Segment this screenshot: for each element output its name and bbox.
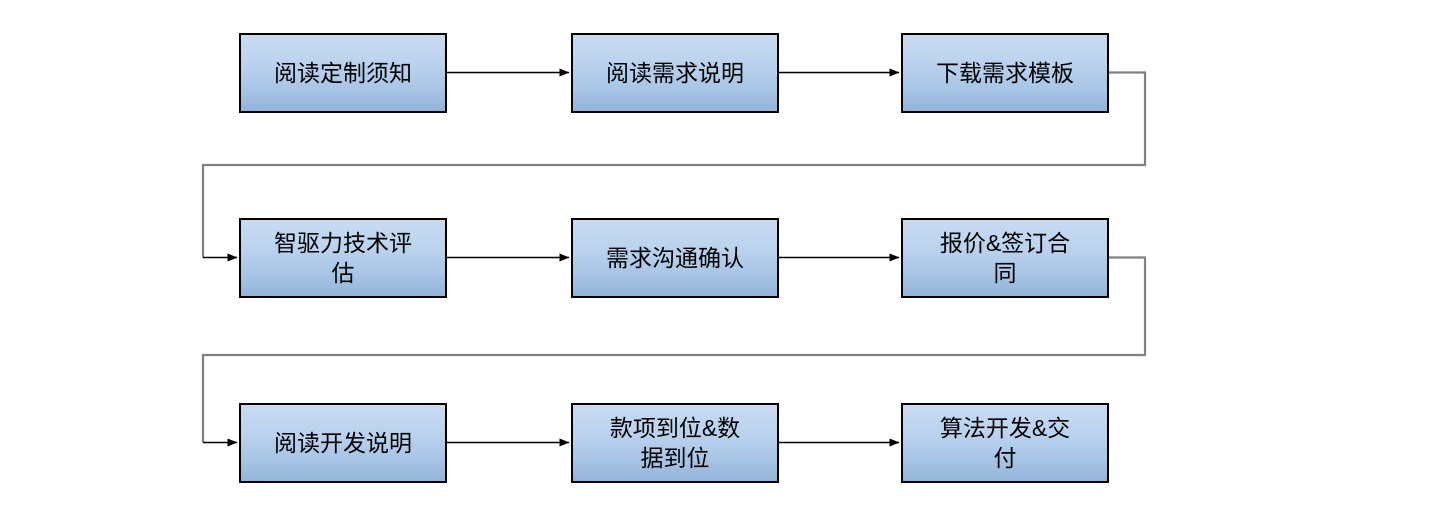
- flowchart-node-payment-and-data-ready[interactable]: 款项到位&数 据到位: [571, 403, 779, 483]
- flowchart-node-technical-evaluation[interactable]: 智驱力技术评 估: [239, 218, 447, 298]
- flowchart-node-read-customization-notice[interactable]: 阅读定制须知: [239, 33, 447, 113]
- flowchart-node-download-requirement-template[interactable]: 下载需求模板: [901, 33, 1109, 113]
- node-label: 阅读需求说明: [606, 60, 744, 86]
- node-label: 算法开发&交 付: [939, 415, 1071, 471]
- node-label: 阅读定制须知: [274, 60, 412, 86]
- flowchart-node-read-development-spec[interactable]: 阅读开发说明: [239, 403, 447, 483]
- node-label: 阅读开发说明: [274, 430, 412, 456]
- node-label: 需求沟通确认: [606, 245, 744, 271]
- flowchart-node-requirement-confirmation[interactable]: 需求沟通确认: [571, 218, 779, 298]
- node-label: 下载需求模板: [936, 60, 1074, 86]
- node-label: 报价&签订合 同: [939, 230, 1071, 286]
- node-label: 智驱力技术评 估: [274, 230, 412, 286]
- flowchart-node-quote-and-contract[interactable]: 报价&签订合 同: [901, 218, 1109, 298]
- node-label: 款项到位&数 据到位: [609, 415, 741, 471]
- flowchart-node-read-requirement-spec[interactable]: 阅读需求说明: [571, 33, 779, 113]
- flowchart-node-algorithm-development-delivery[interactable]: 算法开发&交 付: [901, 403, 1109, 483]
